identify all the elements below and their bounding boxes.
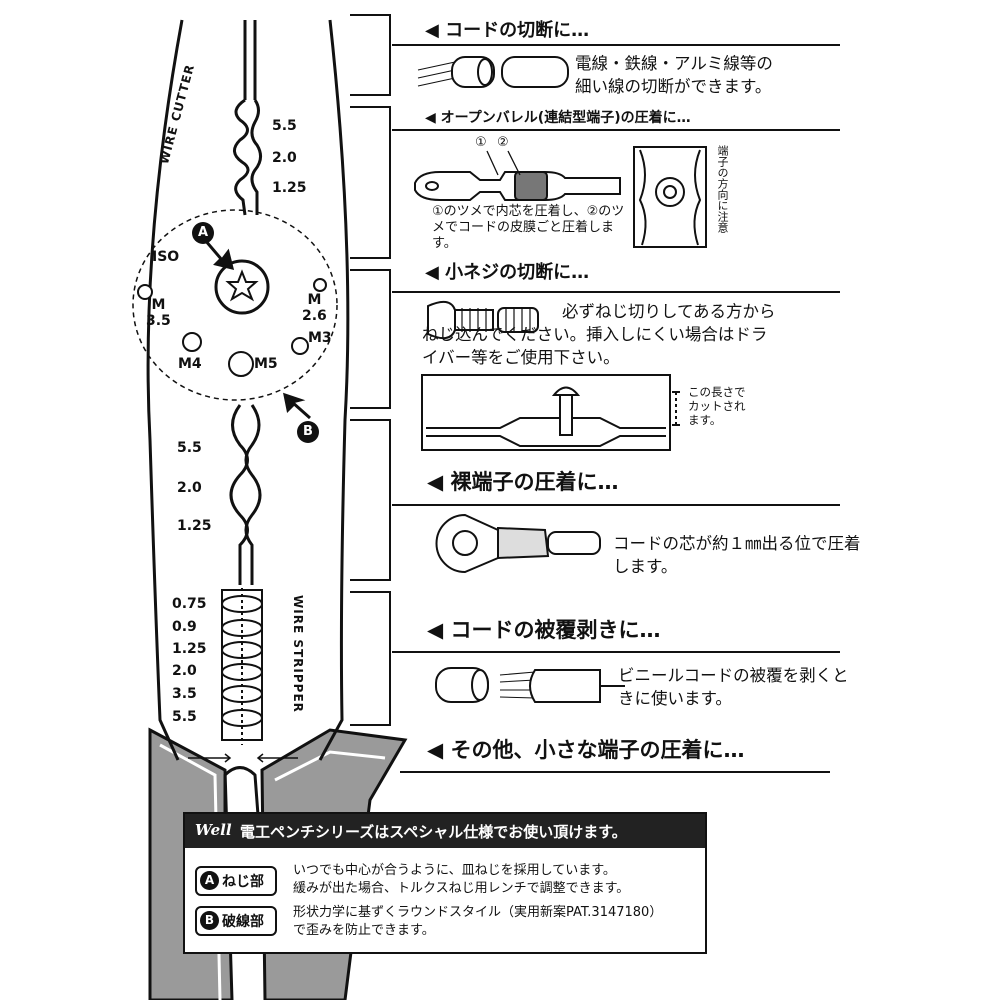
screw-label-m4: M4 — [178, 356, 202, 372]
feature-b-line-1: 形状力学に基ずくラウンドスタイル（実用新案PAT.3147180） — [293, 905, 663, 920]
stripper-size: 5.5 — [172, 709, 197, 725]
feature-letter-b: B — [200, 911, 219, 930]
feature-tag-b: B 破線部 — [195, 906, 277, 936]
feature-a-line-2: 緩みが出た場合、トルクスねじ用レンチで調整できます。 — [293, 881, 630, 896]
brand-logo: Well — [195, 821, 232, 839]
note-cut-length: この長さでカットされます。 — [688, 385, 746, 427]
crimp-size: 1.25 — [177, 518, 212, 534]
crimp-size: 5.5 — [177, 440, 202, 456]
crimp-size: 2.0 — [177, 480, 202, 496]
cutter-size: 2.0 — [272, 150, 297, 166]
wire-stripper-label: WIRE STRIPPER — [291, 595, 305, 713]
screw-area-outline — [132, 209, 338, 401]
illus-open-barrel — [414, 146, 707, 248]
desc-open-barrel: ①のツメで内芯を圧着し、②のツメでコードの皮膜ごと圧着します。 — [432, 204, 625, 251]
stripper-width-arrows — [188, 753, 298, 763]
feature-label-b: 破線部 — [222, 914, 264, 930]
heading-open-barrel: ◀ オープンバレル(連結型端子)の圧着に… — [425, 110, 691, 126]
footer-info-box: Well 電工ペンチシリーズはスペシャル仕様でお使い頂けます。 A ねじ部 いつ… — [183, 812, 707, 954]
screw-label-m26: M 2.6 — [302, 292, 327, 324]
feature-label-a: ねじ部 — [222, 874, 264, 890]
screw-label-m3: M3 — [308, 330, 332, 346]
footer-series-text: 電工ペンチシリーズはスペシャル仕様でお使い頂けます。 — [240, 823, 627, 841]
desc-strip-cord: ビニールコードの被覆を剥くときに使います。 — [618, 666, 849, 708]
stripper-holes — [221, 588, 263, 745]
illus-strip-cord — [435, 667, 625, 703]
marker-a: A — [192, 222, 214, 244]
barrel-marker-1: ① — [475, 135, 487, 150]
section-brackets — [350, 14, 391, 726]
marker-b: B — [297, 421, 319, 443]
feature-letter-a: A — [200, 871, 219, 890]
stripper-size: 2.0 — [172, 663, 197, 679]
desc-cut-cord: 電線・鉄線・アルミ線等の細い線の切断ができます。 — [575, 54, 773, 96]
heading-bare-terminal: ◀ 裸端子の圧着に… — [427, 470, 619, 494]
heading-rules — [392, 44, 840, 773]
illus-bare-terminal — [435, 513, 601, 574]
screw-label-m35: M 3.5 — [146, 297, 171, 329]
stripper-size: 0.9 — [172, 619, 197, 635]
screw-label-iso: ISO — [152, 249, 180, 265]
feature-a-line-1: いつでも中心が合うように、皿ねじを採用しています。 — [293, 863, 616, 878]
stripper-size: 3.5 — [172, 686, 197, 702]
stripper-size: 0.75 — [172, 596, 207, 612]
stripper-size: 1.25 — [172, 641, 207, 657]
heading-small-screw: ◀ 小ネジの切断に… — [425, 262, 590, 283]
cutter-size: 1.25 — [272, 180, 307, 196]
screw-holes — [137, 278, 327, 377]
barrel-marker-2: ② — [497, 135, 509, 150]
desc-bare-terminal: コードの芯が約１㎜出る位で圧着します。 — [613, 534, 861, 576]
torx-screw — [214, 259, 270, 315]
illus-cut-cord — [417, 56, 569, 88]
heading-other: ◀ その他、小さな端子の圧着に… — [427, 738, 745, 762]
feature-tag-a: A ねじ部 — [195, 866, 277, 896]
cutter-size: 5.5 — [272, 118, 297, 134]
footer-header: Well 電工ペンチシリーズはスペシャル仕様でお使い頂けます。 — [185, 814, 705, 848]
heading-strip-cord: ◀ コードの被覆剥きに… — [427, 618, 661, 642]
illus-screws — [421, 300, 680, 451]
arrow-b — [283, 392, 311, 420]
arrow-a — [203, 239, 235, 271]
crimp-profile — [229, 404, 262, 585]
desc-small-screw: 必ずねじ切りしてある方からねじ込んでください。挿入しにくい場合はドライバー等をご… — [422, 302, 776, 367]
note-terminal-direction: 端子の方向に注意 — [716, 145, 729, 233]
screw-label-m5: M5 — [254, 356, 278, 372]
feature-b-line-2: で歪みを防止できます。 — [293, 923, 435, 938]
heading-cut-cord: ◀ コードの切断に… — [425, 20, 590, 41]
cutter-notch — [233, 98, 262, 216]
plier-body — [146, 19, 350, 817]
